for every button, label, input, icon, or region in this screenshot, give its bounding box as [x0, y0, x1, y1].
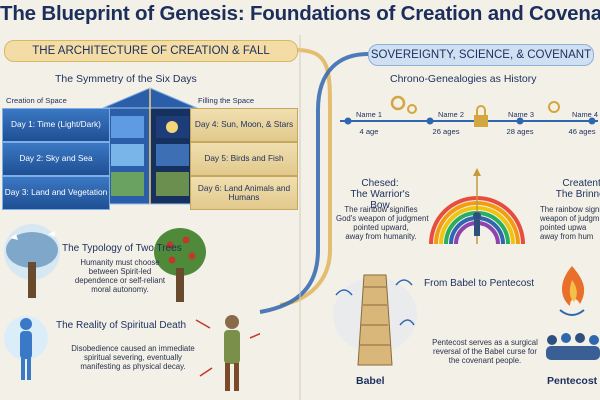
timeline-age-3: 28 ages — [506, 127, 534, 136]
page-title: The Blueprint of Genesis: Foundations of… — [0, 2, 600, 25]
rainbow-bow-icon — [429, 168, 525, 245]
chesed-description: The rainbow signifies God's weapon of ju… — [336, 205, 429, 241]
days-title: The Symmetry of the Six Days — [55, 73, 197, 85]
death-description: Disobedience caused an immediate spiritu… — [71, 344, 195, 371]
timeline-age-4: 46 ages — [568, 127, 596, 136]
genealogy-timeline — [340, 95, 598, 127]
day-card-2: Day 2: Sky and Sea — [2, 142, 110, 176]
creatent-title: Creatent: The Brinnon — [555, 178, 600, 200]
right-section-banner: SOVEREIGNTY, SCIENCE, & COVENANT — [368, 44, 594, 66]
timeline-name-3: Name 3 — [508, 110, 534, 119]
timeline-node-3 — [516, 117, 524, 125]
death-title: The Reality of Spiritual Death — [56, 320, 187, 331]
babel-tower-icon — [333, 274, 417, 366]
day-card-4: Day 4: Sun, Moon, & Stars — [190, 108, 298, 142]
day-card-1: Day 1: Time (Light/Dark) — [2, 108, 110, 142]
babel-title: From Babel to Pentecost — [424, 278, 535, 289]
timeline-age-2: 26 ages — [432, 127, 460, 136]
creatent-description: The rainbow signif weapon of judgm point… — [540, 205, 600, 241]
blueprint-window-graphic — [102, 87, 198, 205]
filling-the-space-label: Filling the Space — [198, 96, 255, 105]
timeline-name-4: Name 4 — [572, 110, 598, 119]
chrono-title: Chrono-Genealogies as History — [390, 73, 537, 85]
timeline-name-2: Name 2 — [438, 110, 464, 119]
timeline-node-4 — [588, 117, 596, 125]
spiritual-death-figures — [4, 315, 260, 391]
babel-description: Pentecost serves as a surgical reversal … — [432, 338, 538, 365]
day-card-6: Day 6: Land Animals and Humans — [190, 176, 298, 210]
left-section-banner: THE ARCHITECTURE OF CREATION & FALL — [4, 40, 298, 62]
day-card-3: Day 3: Land and Vegetation — [2, 176, 110, 210]
pentecost-label: Pentecost — [547, 375, 598, 387]
trees-description: Humanity must choose between Spirit-led … — [74, 258, 166, 294]
day-card-5: Day 5: Birds and Fish — [190, 142, 298, 176]
chesed-title: Chesed: The Warrior's Bow — [350, 178, 410, 211]
trees-title: The Typology of Two Trees — [62, 243, 182, 254]
two-trees-icon — [4, 224, 206, 302]
timeline-name-1: Name 1 — [356, 110, 382, 119]
timeline-node-1 — [344, 117, 352, 125]
timeline-age-1: 4 age — [359, 127, 379, 136]
timeline-node-2 — [426, 117, 434, 125]
babel-label: Babel — [356, 375, 385, 387]
pentecost-flame-icon — [546, 266, 600, 360]
creation-of-space-label: Creation of Space — [6, 96, 67, 105]
